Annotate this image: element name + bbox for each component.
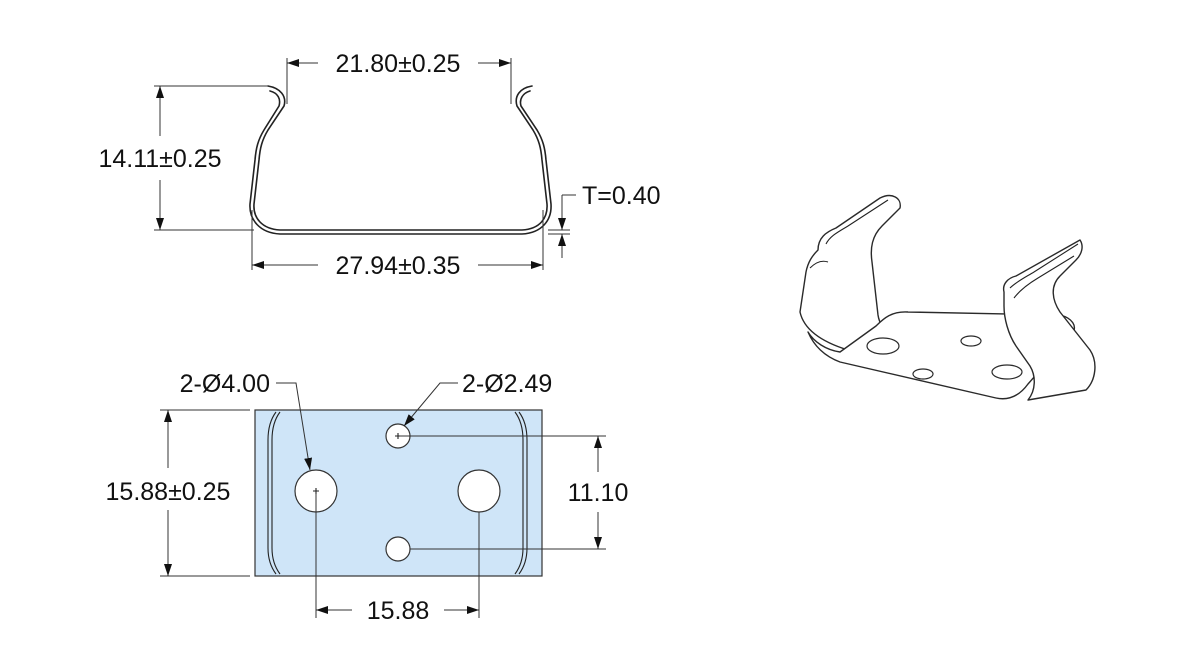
bend-line-left [267,411,277,575]
iso-large-hole [991,364,1023,380]
center-mark [313,488,319,494]
callout-large-hole: 2-Ø4.00 [180,370,270,398]
leader-line [276,382,313,471]
iso-large-hole [866,337,900,355]
iso-small-hole [960,335,982,347]
iso-right-wall [1002,239,1096,401]
dim-thickness: T=0.40 [582,182,661,210]
dim-small-hole-spacing: 11.10 [568,479,629,507]
iso-edge [1013,255,1075,299]
callout-small-hole: 2-Ø2.49 [462,370,552,398]
clip-profile-outer [253,85,548,231]
clip-profile-inner [249,90,552,235]
bend-line-right [518,411,528,575]
iso-edge [809,260,829,269]
iso-edge [1009,243,1079,289]
dim-bottom-width: 27.94±0.35 [336,252,461,280]
dim-large-hole-spacing: 15.88 [367,597,430,625]
small-hole [385,536,411,562]
bend-line-left [271,411,281,575]
iso-edge [825,199,889,245]
leader-line [403,382,458,427]
iso-small-hole [912,368,934,380]
iso-left-wall [799,194,901,351]
bend-line-right [514,411,524,575]
front-view: 21.80±0.25 14.11±0.25 T=0.40 27.94±0.35 [98,50,660,280]
large-hole [457,469,501,513]
isometric-view [799,194,1096,401]
dim-base-width: 15.88±0.25 [106,478,231,506]
bottom-view: 2-Ø4.00 2-Ø2.49 15.88±0.25 11.10 15.88 [106,370,629,625]
dim-top-opening: 21.80±0.25 [336,50,461,78]
dim-height: 14.11±0.25 [98,145,221,173]
